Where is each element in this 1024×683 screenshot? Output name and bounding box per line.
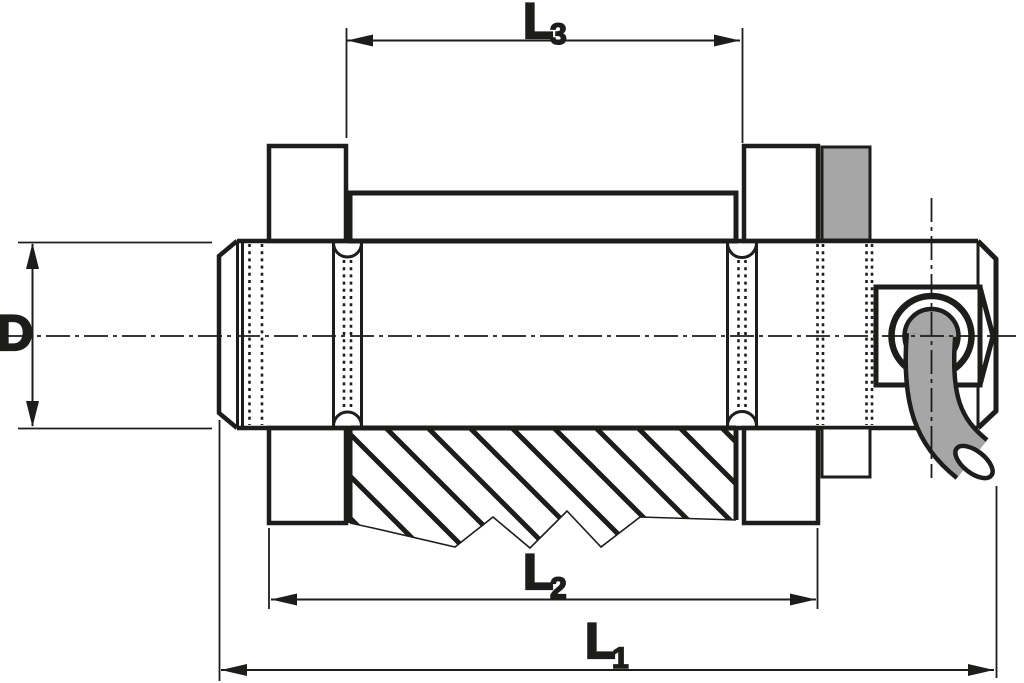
groove-right-hidden-lines: [737, 260, 747, 410]
pin-left-cap-lines: [236, 241, 244, 428]
dim-D-label: D: [0, 305, 33, 361]
dimension-L3: L 3: [345, 0, 744, 143]
break-line-zigzag: [349, 509, 737, 550]
groove-right-sides: [726, 241, 758, 428]
dim-L3-subscript: 3: [550, 18, 567, 51]
dim-L1-arrow-left: [221, 664, 247, 676]
centerlines: [8, 198, 1016, 478]
groove-left: [332, 241, 363, 428]
cable-tip: [953, 443, 995, 481]
sleeve-top-section: [347, 190, 739, 244]
dim-D-extension-lines: [18, 241, 212, 430]
groove-left-hidden-lines: [342, 260, 353, 410]
dim-L3-arrow-right: [714, 34, 740, 47]
groove-right: [726, 241, 758, 428]
connector-chevron: [977, 286, 996, 386]
groove-left-bottom-arc: [332, 410, 363, 427]
left-thread-hidden-lines: [248, 244, 264, 425]
flange-bottom-right: [741, 425, 821, 526]
dimension-D: D: [0, 241, 212, 430]
dim-L2-label: L: [523, 544, 554, 600]
groove-left-top-arc: [332, 242, 363, 259]
flange-bottom-left: [266, 425, 349, 526]
dimension-L2: L 2: [268, 528, 819, 609]
dim-L1-subscript: 1: [612, 642, 629, 675]
dim-L2-arrow-right: [790, 593, 816, 606]
groove-right-bottom-arc: [726, 410, 758, 427]
dim-L2-subscript: 2: [550, 572, 567, 605]
dim-L3-arrow-left: [347, 34, 373, 47]
clamp-block-gray: [820, 145, 872, 242]
flange-top-left: [266, 143, 349, 244]
dim-L1-arrow-right: [968, 664, 994, 676]
dimension-L1: L 1: [218, 420, 998, 681]
dim-L3-extension-lines: [345, 28, 744, 143]
dim-D-arrow-top: [26, 243, 39, 269]
flange-top-right: [741, 143, 821, 244]
dim-L2-arrow-left: [271, 593, 297, 606]
dim-L1-label: L: [585, 613, 616, 669]
pin-left-face: [216, 239, 239, 430]
groove-left-sides: [332, 241, 363, 428]
dim-L2-extension-lines: [268, 528, 819, 609]
right-bore-hidden-lines: [816, 244, 874, 425]
dim-L1-extension-lines: [218, 420, 998, 681]
dim-L3-label: L: [523, 0, 554, 49]
sleeve-bottom-edges: [347, 425, 739, 523]
dim-D-arrow-bottom: [26, 401, 39, 427]
sleeve-bottom-section: [347, 425, 739, 550]
groove-right-top-arc: [726, 242, 758, 259]
sleeve-bottom-hatch: [350, 428, 736, 548]
pin-right-face: [976, 239, 999, 430]
clamp-block-white: [820, 426, 872, 479]
